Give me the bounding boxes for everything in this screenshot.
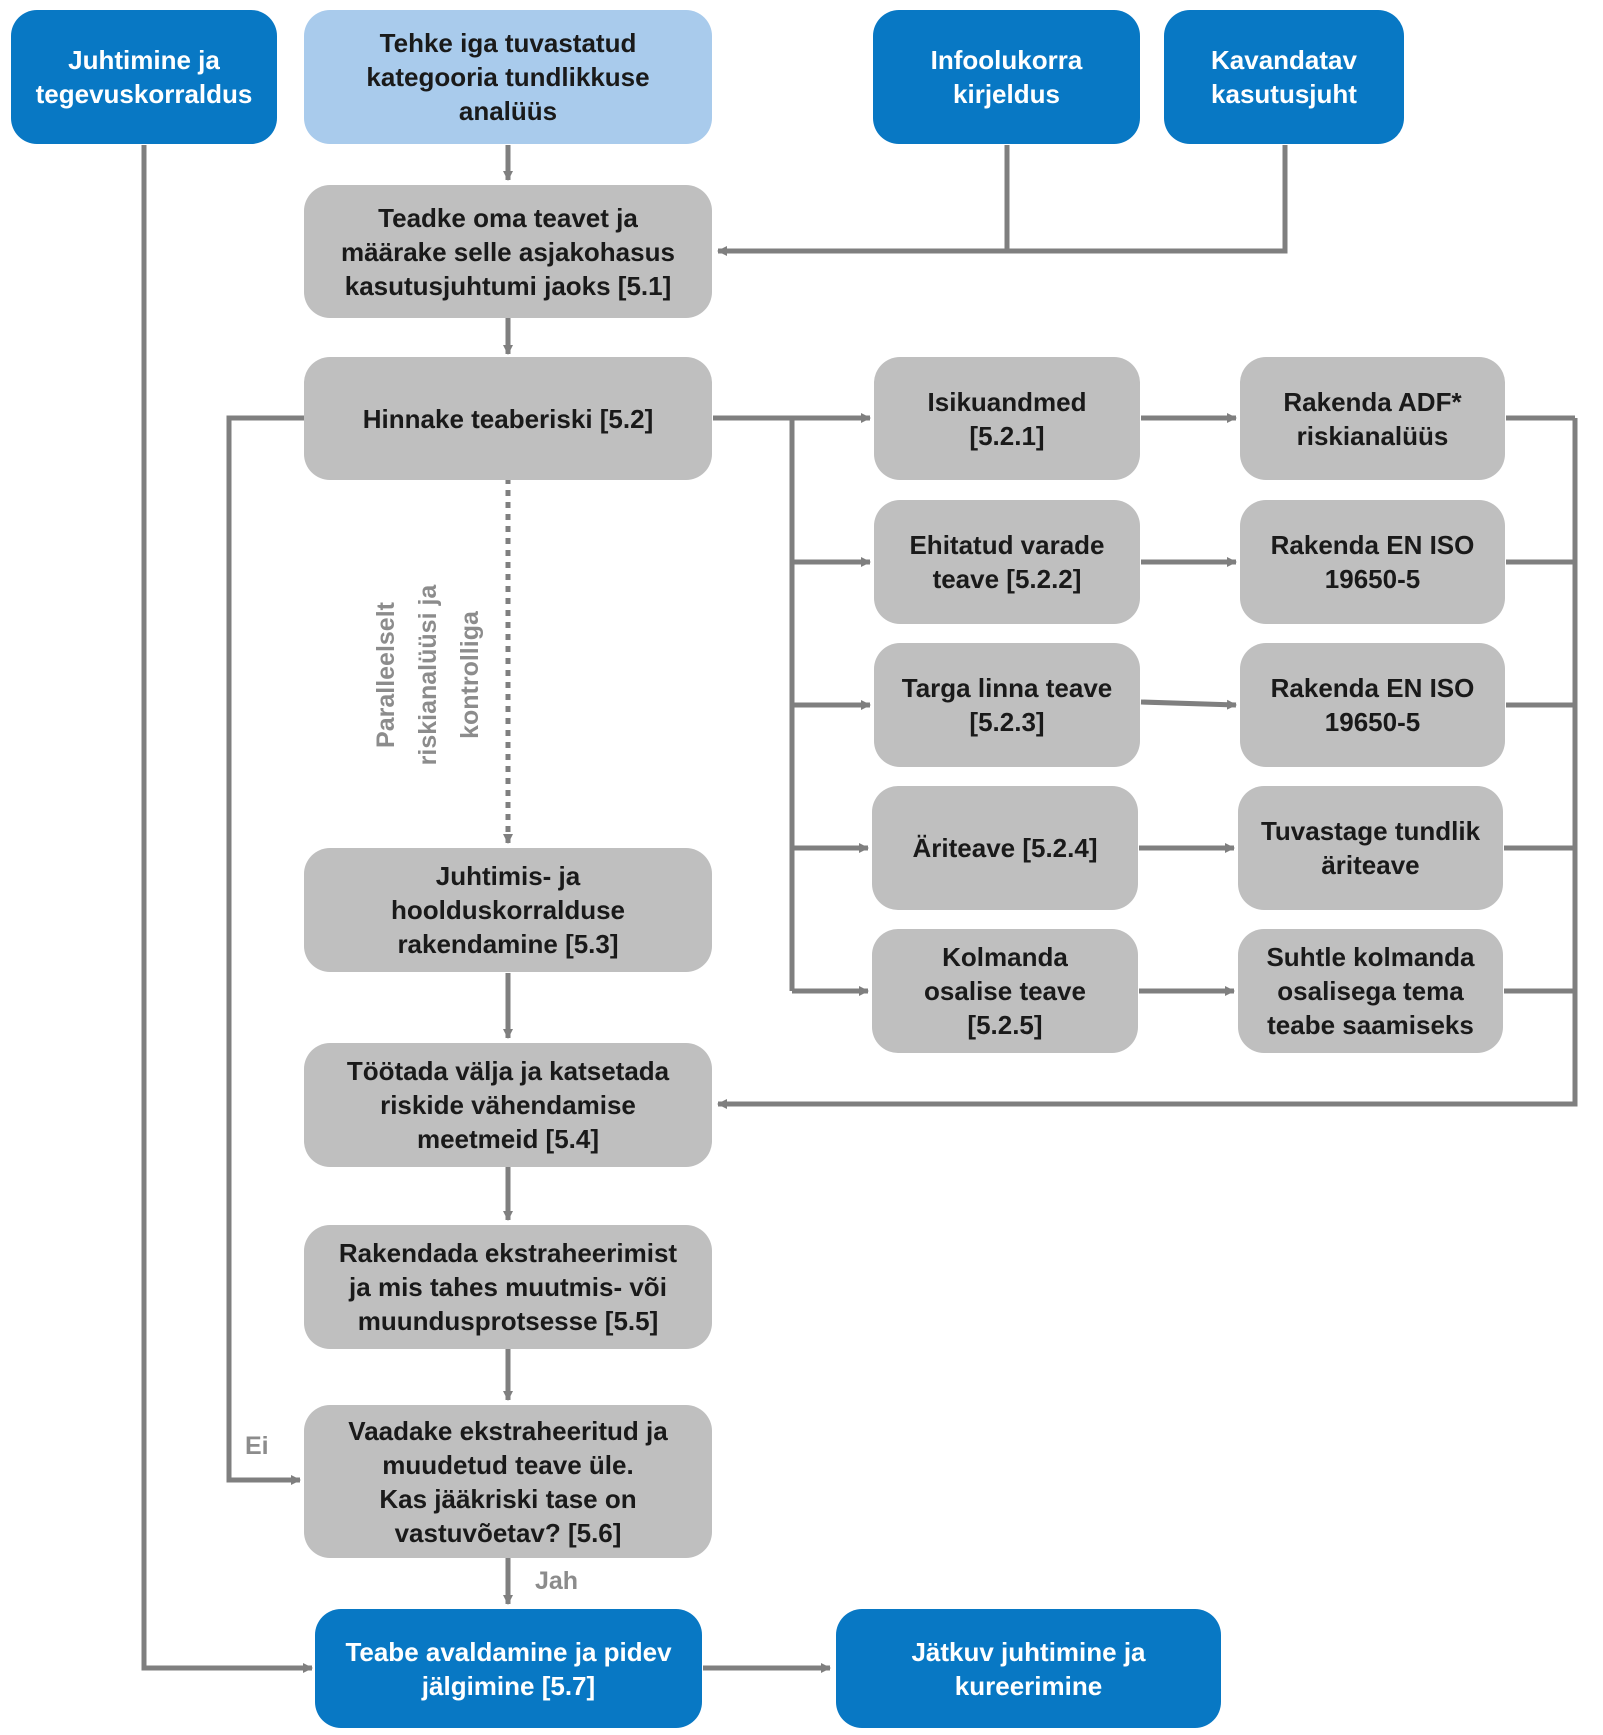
node-hinnake: Hinnake teaberiski [5.2] (304, 357, 712, 480)
node-tundlik-label: Tuvastage tundlik äriteave (1260, 816, 1481, 880)
node-isikuandmed: Isikuandmed [5.2.1] (874, 357, 1140, 480)
node-avaldamine: Teabe avaldamine ja pidev jälgimine [5.7… (315, 1609, 702, 1728)
node-suhtle-label: Suhtle kolmanda osalisega tema teabe saa… (1266, 942, 1475, 1040)
node-ariteave-label: Äriteave [5.2.4] (912, 833, 1098, 863)
node-ehitatud-label: Ehitatud varade teave [5.2.2] (909, 530, 1105, 594)
label-jah: Jah (535, 1567, 579, 1595)
node-tundlik: Tuvastage tundlik äriteave (1238, 786, 1503, 910)
node-juhtimine: Juhtimine ja tegevuskorraldus (11, 10, 277, 144)
node-ehitatud: Ehitatud varade teave [5.2.2] (874, 500, 1140, 624)
node-adf-label: Rakenda ADF* riskianalüüs (1283, 386, 1462, 451)
node-rakendada-label: Rakendada ekstraheerimist ja mis tahes m… (338, 1238, 678, 1336)
node-tundlikkus: Tehke iga tuvastatud kategooria tundlikk… (304, 10, 712, 144)
label-parallel: Paralleelselt riskianalüüsi ja kontrolli… (372, 584, 484, 766)
node-iso1-label: Rakenda EN ISO 19650-5 (1270, 530, 1475, 594)
node-hinnake-label: Hinnake teaberiski [5.2] (362, 403, 654, 434)
node-tootada-label: Töötada välja ja katsetada riskide vähen… (346, 1056, 670, 1154)
node-juhtimine-label: Juhtimine ja tegevuskorraldus (35, 45, 253, 109)
node-infoolukord-label: Infoolukorra kirjeldus (930, 45, 1083, 109)
node-targa: Targa linna teave [5.2.3] (874, 643, 1140, 767)
node-juhtimis-hooldus-label: Juhtimis- ja hoolduskorralduse rakendami… (390, 861, 626, 959)
node-vaadake-label: Vaadake ekstraheeritud ja muudetud teave… (348, 1415, 668, 1548)
node-iso1: Rakenda EN ISO 19650-5 (1240, 500, 1505, 624)
node-isikuandmed-label: Isikuandmed [5.2.1] (927, 386, 1087, 451)
node-juhtimis-hooldus: Juhtimis- ja hoolduskorralduse rakendami… (304, 848, 712, 972)
node-teadke: Teadke oma teavet ja määrake selle asjak… (304, 185, 712, 318)
node-iso2: Rakenda EN ISO 19650-5 (1240, 643, 1505, 767)
node-rakendada: Rakendada ekstraheerimist ja mis tahes m… (304, 1225, 712, 1349)
connector-juhtimine-to-avaldamine (141, 145, 313, 1673)
connector-right-to-tootada (717, 418, 1578, 1109)
node-iso2-label: Rakenda EN ISO 19650-5 (1270, 673, 1475, 737)
node-targa-label: Targa linna teave [5.2.3] (901, 673, 1113, 737)
node-ariteave: Äriteave [5.2.4] (872, 786, 1138, 910)
node-kasutusjuht-label: Kavandatav kasutusjuht (1211, 45, 1357, 109)
node-kolmanda: Kolmanda osalise teave [5.2.5] (872, 929, 1138, 1053)
node-jatkuv-label: Jätkuv juhtimine ja kureerimine (911, 1636, 1146, 1701)
arrow-targa-to-iso2 (1140, 699, 1237, 710)
node-kolmanda-label: Kolmanda osalise teave [5.2.5] (924, 942, 1086, 1040)
node-teadke-label: Teadke oma teavet ja määrake selle asjak… (341, 202, 675, 301)
node-kasutusjuht: Kavandatav kasutusjuht (1164, 10, 1404, 144)
node-tundlikkus-label: Tehke iga tuvastatud kategooria tundlikk… (366, 28, 650, 126)
node-adf: Rakenda ADF* riskianalüüs (1240, 357, 1505, 480)
node-vaadake: Vaadake ekstraheeritud ja muudetud teave… (304, 1405, 712, 1558)
node-infoolukord: Infoolukorra kirjeldus (873, 10, 1140, 144)
label-ei: Ei (245, 1432, 269, 1460)
connector-ei-loop (226, 415, 304, 1485)
node-tootada: Töötada välja ja katsetada riskide vähen… (304, 1043, 712, 1167)
node-avaldamine-label: Teabe avaldamine ja pidev jälgimine [5.7… (345, 1636, 672, 1701)
node-jatkuv: Jätkuv juhtimine ja kureerimine (836, 1609, 1221, 1728)
connector-kasutusjuht (717, 145, 1288, 256)
node-suhtle: Suhtle kolmanda osalisega tema teabe saa… (1238, 929, 1503, 1053)
